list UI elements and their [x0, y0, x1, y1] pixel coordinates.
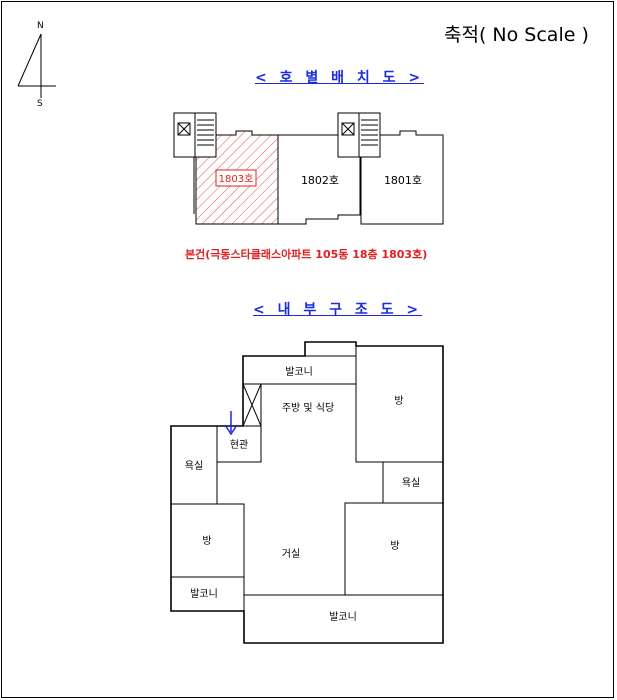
unit-1801-label: 1801호	[384, 174, 422, 187]
entrance-arrow-icon	[224, 411, 238, 436]
unit-1801-area	[360, 130, 444, 225]
compass-north: N	[37, 21, 44, 31]
unit-layout-title: < 호 별 배 치 도 >	[255, 70, 425, 86]
interior-floor-plan	[170, 341, 444, 644]
bath-east-label: 욕실	[402, 477, 420, 489]
elevator-icon	[177, 122, 191, 136]
compass-south: S	[37, 99, 43, 109]
room-west-label: 방	[202, 535, 211, 547]
unit-1803-label: 1803호	[219, 173, 254, 185]
entrance-area	[216, 425, 262, 463]
room-ne-label: 방	[394, 395, 403, 407]
living-room-label: 거실	[282, 548, 300, 560]
kitchen-label: 주방 및 식당	[282, 402, 334, 414]
interior-plan-title: < 내 부 구 조 도 >	[253, 302, 423, 318]
bath-west-label: 욕실	[185, 460, 203, 472]
unit-layout-plan: 1803호 1802호 1801호	[173, 112, 444, 225]
balcony-west	[170, 576, 245, 612]
subject-unit-note: 본건(극동스타클래스아파트 105동 18층 1803호)	[185, 248, 428, 261]
stair-core-west	[173, 112, 217, 158]
balcony-top-label: 발코니	[285, 366, 313, 378]
unit-1803-label-box	[215, 169, 257, 187]
scale-label: 축적( No Scale )	[444, 24, 589, 46]
elevator-icon	[341, 122, 355, 136]
stair-core-east	[337, 112, 381, 158]
room-east-label: 방	[390, 540, 399, 552]
unit-1802-label: 1802호	[301, 174, 339, 187]
balcony-west-label: 발코니	[190, 588, 218, 600]
balcony-south	[243, 594, 444, 644]
entrance-label: 현관	[230, 439, 248, 451]
north-arrow-icon: N S	[17, 21, 56, 109]
balcony-south-label: 발코니	[329, 611, 357, 623]
